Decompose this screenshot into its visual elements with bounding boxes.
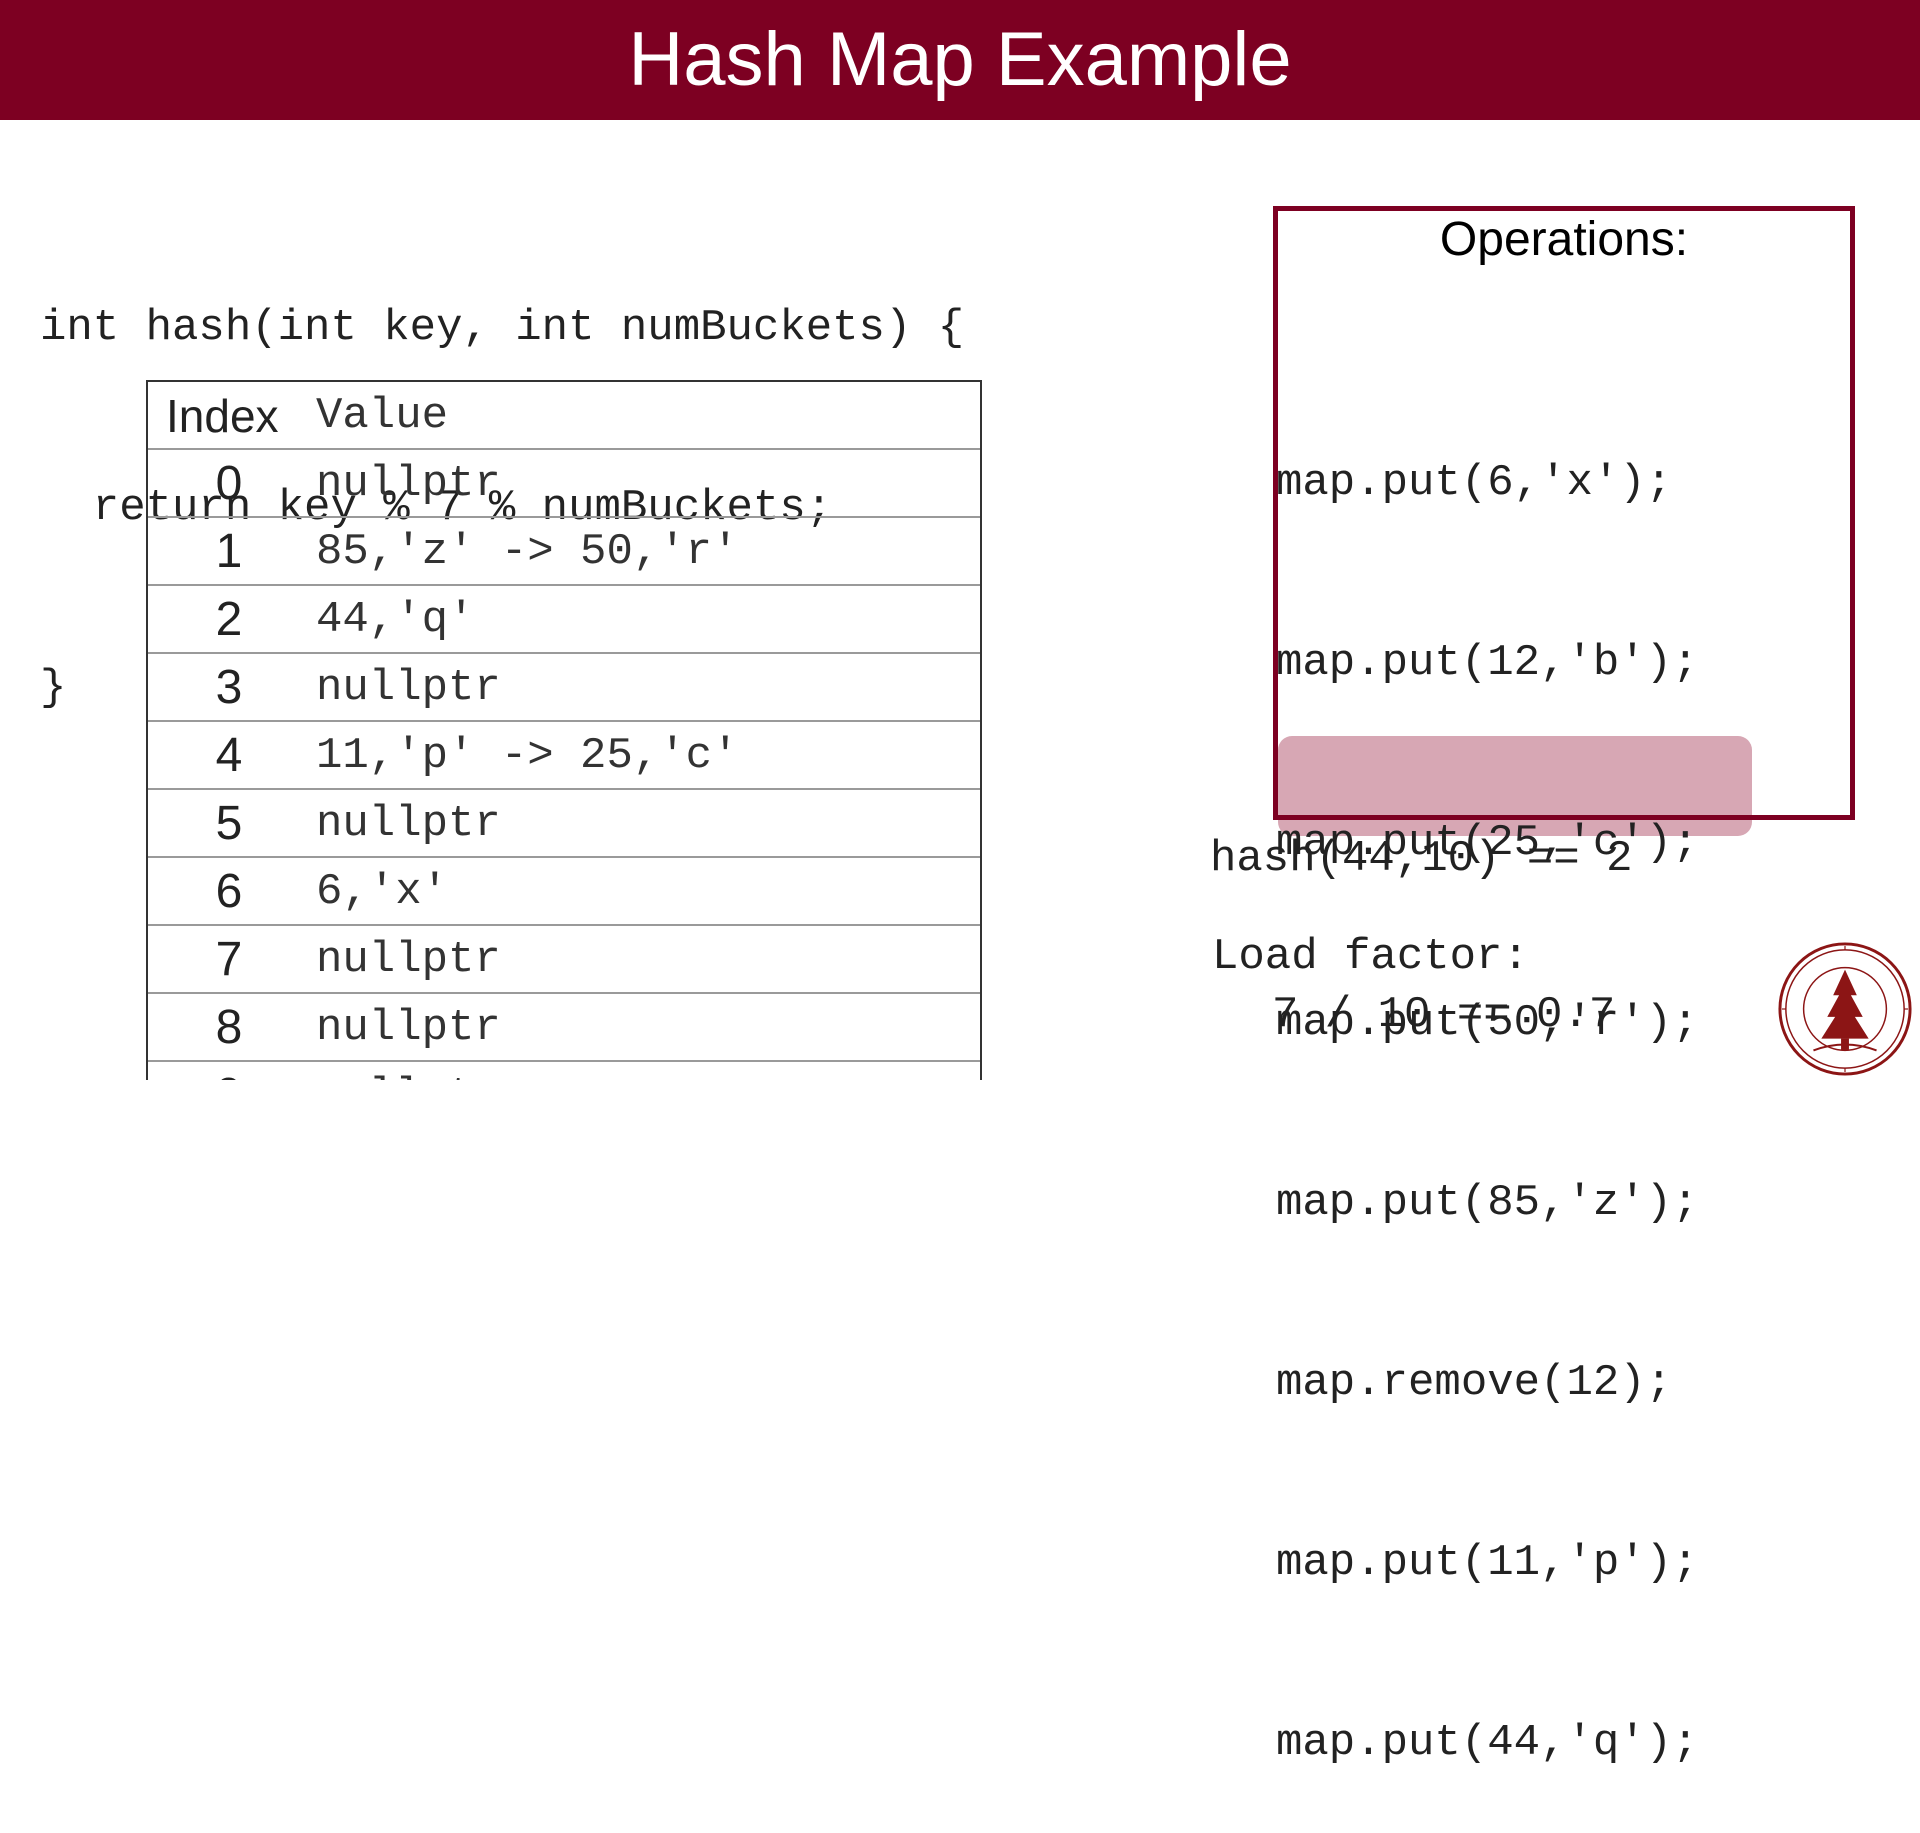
bucket-value: 11,'p' -> 25,'c' <box>316 731 739 781</box>
value-header: Value <box>316 391 449 441</box>
bucket-value: 85,'z' -> 50,'r' <box>316 527 739 577</box>
table-row: 7 nullptr <box>148 924 980 992</box>
operation-item: map.put(6,'x'); <box>1276 458 1673 508</box>
code-line: } <box>40 663 67 713</box>
bucket-index: 5 <box>215 797 243 850</box>
title-bar <box>0 0 1920 120</box>
code-line: return key % 7 % numBuckets; <box>40 483 833 533</box>
load-factor-value: 7 / 10 == 0.7 <box>1272 990 1616 1040</box>
operations-title: Operations: <box>1439 213 1689 266</box>
bucket-value: nullptr <box>316 799 501 849</box>
operation-item: map.put(11,'p'); <box>1276 1538 1699 1588</box>
hash-table: Index Value 0 nullptr 1 85,'z' -> 50,'r'… <box>146 380 982 1080</box>
operation-item-current: map.put(44,'q'); <box>1276 1718 1699 1768</box>
bucket-value: 6,'x' <box>316 867 449 917</box>
table-row: 0 nullptr <box>148 448 980 516</box>
table-row: 3 nullptr <box>148 652 980 720</box>
load-factor-label: Load factor: <box>1212 932 1529 982</box>
operation-item: map.remove(12); <box>1276 1358 1673 1408</box>
code-block: int hash(int key, int numBuckets) { retu… <box>40 178 964 778</box>
table-header-row: Index Value <box>148 382 980 448</box>
table-row: 4 11,'p' -> 25,'c' <box>148 720 980 788</box>
bucket-index: 6 <box>215 865 243 918</box>
operation-item: map.put(85,'z'); <box>1276 1178 1699 1228</box>
hash-result: hash(44,10) == 2 <box>1210 834 1633 884</box>
operation-item: map.put(25,'c'); <box>1276 818 1699 868</box>
slide-title: Hash Map Example <box>628 17 1292 102</box>
bucket-value: nullptr <box>316 1062 501 1080</box>
bucket-index: 0 <box>215 457 243 510</box>
index-header: Index <box>166 390 279 442</box>
bucket-index: 8 <box>215 1001 243 1054</box>
bucket-value: 44,'q' <box>316 595 475 645</box>
operations-box <box>1273 206 1855 820</box>
stanford-seal-icon <box>1778 942 1912 1076</box>
table-row: 9 nullptr <box>148 1060 980 1080</box>
table-row: 6 6,'x' <box>148 856 980 924</box>
operation-item: map.put(50,'r'); <box>1276 998 1699 1048</box>
bucket-index: 2 <box>215 593 243 646</box>
operation-item: map.put(12,'b'); <box>1276 638 1699 688</box>
bucket-value: nullptr <box>316 935 501 985</box>
table-row: 2 44,'q' <box>148 584 980 652</box>
bucket-index: 1 <box>215 525 243 578</box>
bucket-value: nullptr <box>316 663 501 713</box>
bucket-value: nullptr <box>316 1003 501 1053</box>
table-row: 8 nullptr <box>148 992 980 1060</box>
operations-list: map.put(6,'x'); map.put(12,'b'); map.put… <box>1276 333 1698 1833</box>
bucket-index: 4 <box>215 729 243 782</box>
bucket-index: 9 <box>148 1062 310 1080</box>
code-line: int hash(int key, int numBuckets) { <box>40 303 965 353</box>
bucket-index: 3 <box>215 661 243 714</box>
bucket-value: nullptr <box>316 459 501 509</box>
table-row: 1 85,'z' -> 50,'r' <box>148 516 980 584</box>
bucket-index: 7 <box>215 933 243 986</box>
table-row: 5 nullptr <box>148 788 980 856</box>
